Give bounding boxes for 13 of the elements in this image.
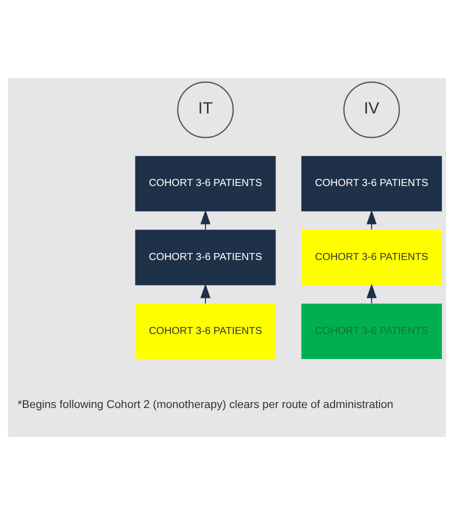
node-box: COHORT 3-6 PATIENTS [135,230,276,286]
node-box: COHORT 3-6 PATIENTS [301,304,442,360]
arrow [200,284,210,304]
node-box: COHORT 3-6 PATIENTS [135,304,276,360]
arrow [200,210,210,230]
node-box: COHORT 3-6 PATIENTS [301,230,442,286]
node-box: COHORT 3-6 PATIENTS [135,156,276,212]
arrow [366,284,377,304]
node-circle: IT [177,82,234,138]
node-circle: IV [343,82,400,138]
node-box: COHORT 3-6 PATIENTS [301,156,442,212]
label: *Begins following Cohort 2 (monotherapy) clears per route of administration [18,399,394,412]
arrow [366,210,377,230]
